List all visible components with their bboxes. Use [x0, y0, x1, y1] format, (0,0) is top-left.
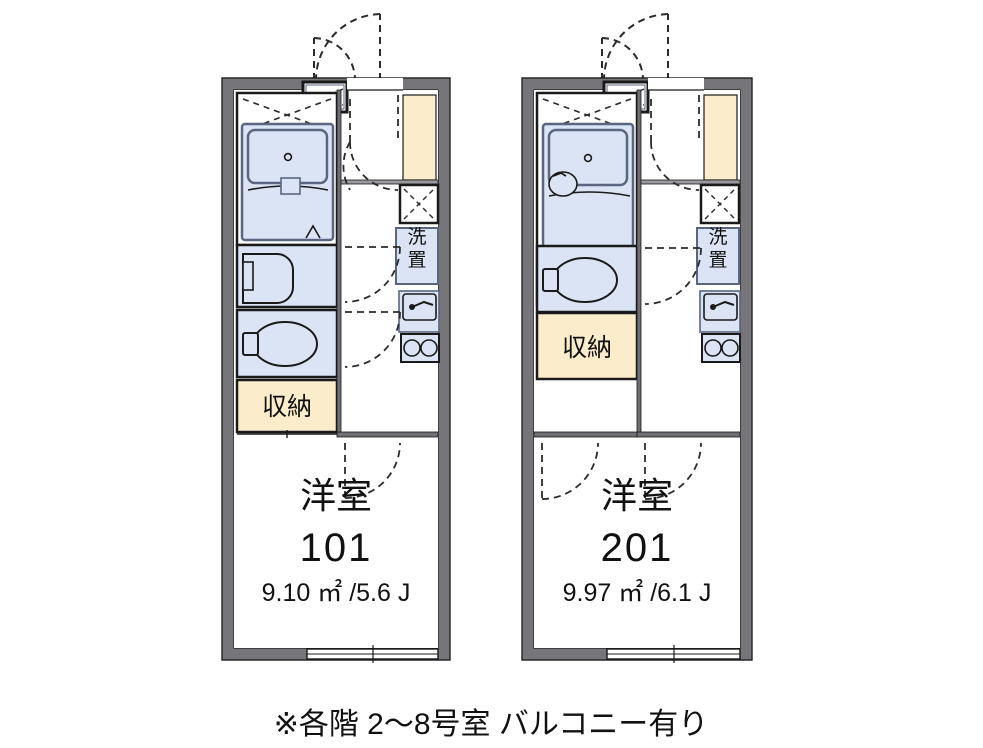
faucet-base-201 — [710, 304, 716, 310]
closet-label-101: 収納 — [262, 393, 312, 421]
entrance-door-swings-201 — [601, 13, 669, 81]
room-area-101: 9.10 ㎡ /5.6 J — [262, 579, 411, 607]
room-area-201: 9.97 ㎡ /6.1 J — [563, 579, 712, 607]
living-room-101 — [234, 435, 438, 648]
interior-door-swings-201 — [541, 95, 702, 500]
washbasin-tank-101 — [242, 261, 254, 291]
vanity-faucet-201 — [552, 172, 567, 177]
laundry-label-line2-201: 置 — [708, 250, 727, 271]
kitchen-bottom-wall-101 — [336, 431, 439, 438]
kitchen-cabinet-hatch-201 — [704, 188, 736, 220]
stove-burner-right-101 — [420, 339, 438, 357]
entrance-door-opening-101 — [347, 78, 403, 90]
laundry-space-201 — [696, 227, 740, 285]
toilet-bowl-201 — [552, 257, 618, 303]
laundry-label-line1-101: 洗 — [407, 226, 426, 248]
room-number-101: 101 — [300, 526, 373, 570]
closet-bottom-wall-201 — [533, 431, 638, 438]
toilet-tank-101 — [242, 332, 259, 356]
interior-door-swings-101 — [342, 95, 401, 499]
washbasin-fixture-101 — [242, 253, 294, 304]
vanity-basin-201 — [548, 171, 578, 197]
entrance-door-swings-101 — [313, 13, 381, 81]
entrance-tile-201 — [703, 94, 738, 181]
unit-101-group: 収納 洗 置 — [221, 13, 451, 663]
bath-door-mark-101 — [305, 224, 321, 239]
inner-divider-wall-101 — [336, 89, 342, 436]
laundry-space-101 — [395, 227, 439, 285]
stove-burner-right-201 — [721, 339, 739, 357]
bathtub-101 — [246, 128, 329, 185]
living-room-201 — [534, 435, 740, 648]
entry-step-wall-201 — [640, 179, 741, 185]
laundry-label-line2-101: 置 — [407, 250, 426, 271]
bathtub-drain-101 — [283, 152, 293, 162]
entrance-tile-101 — [402, 94, 437, 181]
kitchen-faucet-101 — [411, 300, 434, 308]
kitchen-sink-101 — [402, 293, 437, 321]
kitchen-cabinet-hatch-101 — [403, 188, 435, 220]
footnote-text: ※各階 2〜8号室 バルコニー有り — [274, 708, 709, 741]
bath-vanity-101 — [280, 177, 301, 195]
unit-201-group: 収納 洗 置 — [521, 13, 753, 663]
stove-burner-left-201 — [704, 339, 722, 357]
room-label-101: 洋室 — [300, 475, 372, 516]
entrance-door-opening-201 — [648, 78, 704, 90]
kitchen-sink-201 — [703, 293, 738, 321]
room-label-201: 洋室 — [601, 475, 673, 516]
kitchen-faucet-201 — [712, 300, 735, 308]
inner-divider-wall-201 — [636, 89, 642, 436]
stove-burner-left-101 — [403, 339, 421, 357]
room-number-201: 201 — [601, 526, 674, 570]
toilet-tank-201 — [542, 268, 559, 292]
entry-step-wall-101 — [340, 179, 439, 185]
toilet-bowl-101 — [252, 321, 318, 367]
closet-label-201: 収納 — [562, 334, 612, 362]
bathtub-drain-201 — [583, 153, 593, 163]
bathtub-201 — [547, 128, 629, 187]
faucet-base-101 — [409, 304, 415, 310]
kitchen-bottom-wall-201 — [636, 431, 741, 438]
laundry-label-line1-201: 洗 — [708, 226, 727, 248]
